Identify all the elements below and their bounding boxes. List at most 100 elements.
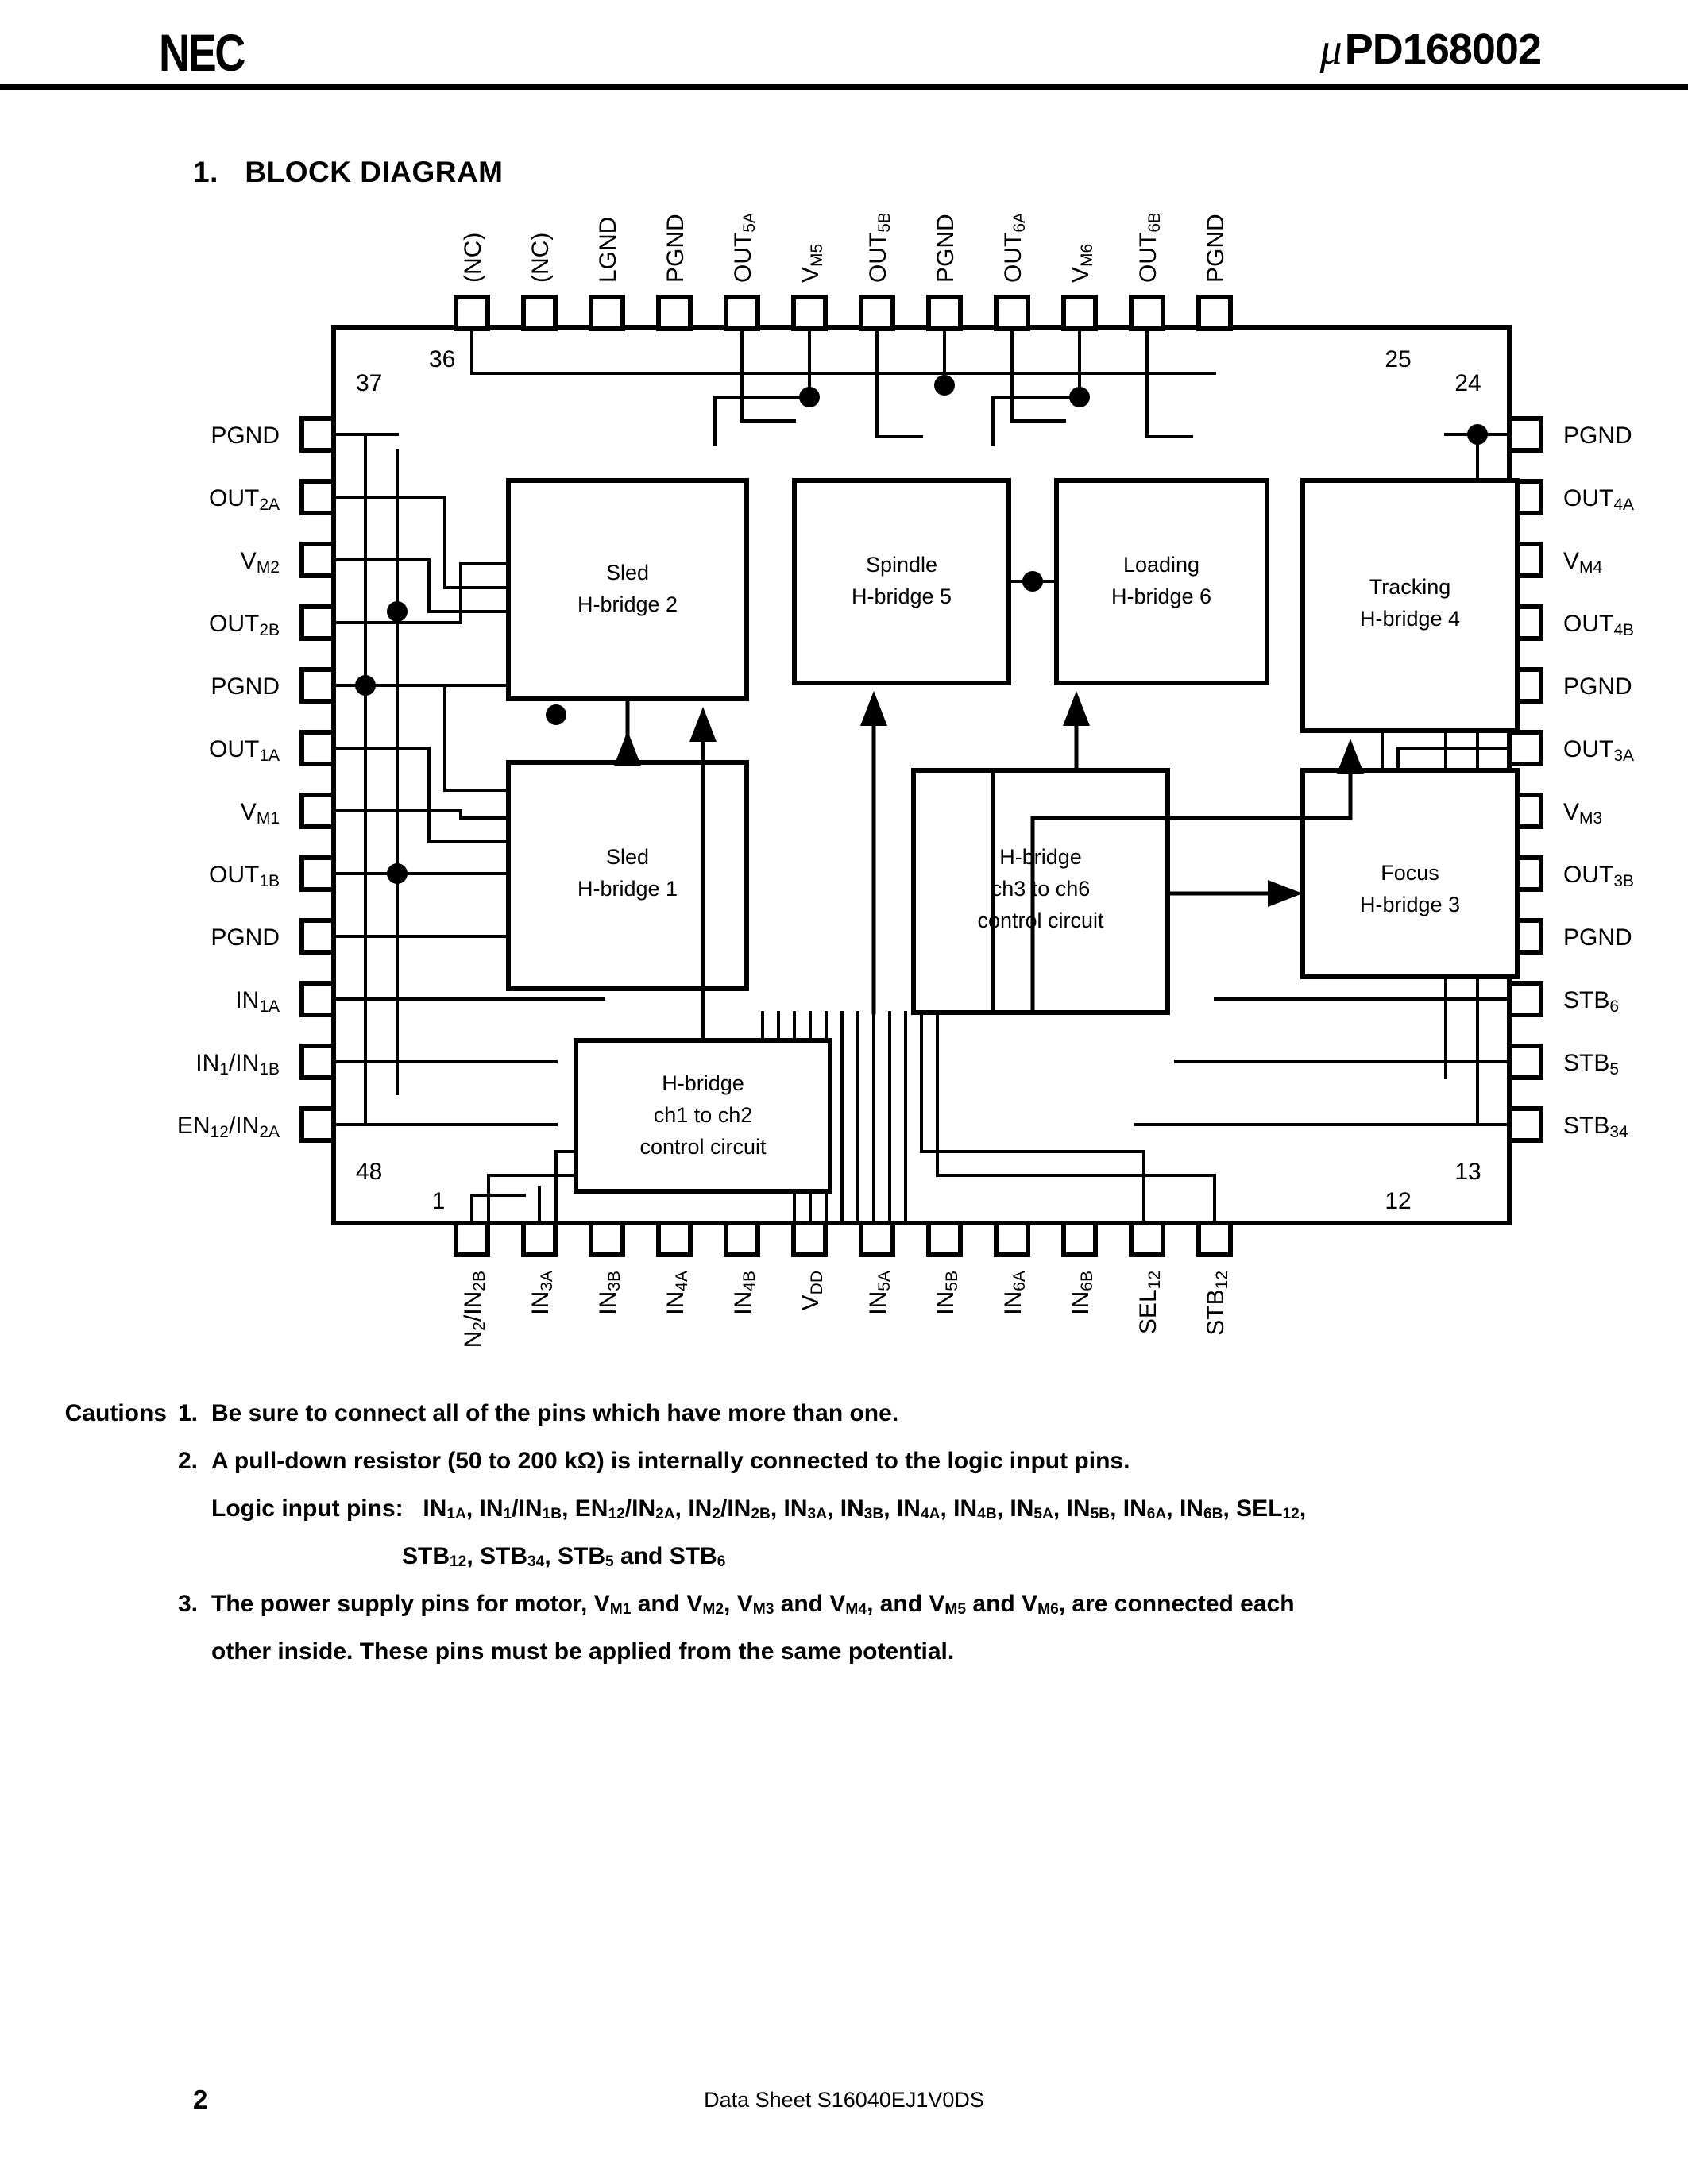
block-ctrl12-line3: control circuit <box>639 1135 767 1159</box>
logic-pins-lead: Logic input pins: <box>211 1495 404 1522</box>
pin-bottom-3: IN4A <box>662 1271 691 1315</box>
pin-top-2: LGND <box>595 217 621 283</box>
pin-top-4: OUT5A <box>730 214 759 283</box>
caution-2-logic-pins-line2: STB12, STB34, STB5 and STB6 <box>402 1543 726 1571</box>
pin-top-5: VM5 <box>798 244 826 283</box>
pin-pads-left <box>299 416 336 1143</box>
block-ctrl36-line2: ch3 to ch6 <box>991 877 1091 901</box>
corner-number-12: 12 <box>1385 1188 1411 1214</box>
pin-top-1: (NC) <box>527 233 554 283</box>
footer-document-id: Data Sheet S16040EJ1V0DS <box>704 2088 984 2112</box>
caution-1-number: 1. <box>178 1400 199 1426</box>
pin-top-0: (NC) <box>460 233 486 283</box>
pin-right-4: PGND <box>1563 673 1632 700</box>
section-title: 1. BLOCK DIAGRAM <box>193 156 504 189</box>
pin-labels-bottom: IN2/IN2B IN3A IN3B IN4A IN4B VDD IN5A IN… <box>460 1271 1231 1350</box>
caution-2-text: A pull-down resistor (50 to 200 kΩ) is i… <box>211 1448 1130 1474</box>
pin-right-11: STB34 <box>1563 1113 1628 1141</box>
caution-1-text: Be sure to connect all of the pins which… <box>211 1400 899 1426</box>
pin-right-9: STB6 <box>1563 987 1619 1016</box>
corner-number-37: 37 <box>356 370 382 396</box>
block-diagram: Sled H-bridge 2 Sled H-bridge 1 Spindle … <box>0 214 1688 1350</box>
pin-labels-top: (NC) (NC) LGND PGND OUT5A VM5 OUT5B PGND… <box>460 214 1229 283</box>
pin-left-5: OUT1A <box>209 736 280 765</box>
block-sled2-line1: Sled <box>606 561 649 585</box>
corner-number-1: 1 <box>432 1188 446 1214</box>
pin-right-0: PGND <box>1563 423 1632 449</box>
block-spindle5-line2: H-bridge 5 <box>852 585 952 608</box>
pin-right-8: PGND <box>1563 924 1632 951</box>
pin-left-9: IN1A <box>235 987 280 1016</box>
page-number: 2 <box>193 2085 208 2114</box>
pin-bottom-7: IN5B <box>933 1271 961 1315</box>
pin-top-10: OUT6B <box>1135 214 1164 283</box>
pin-left-6: VM1 <box>241 799 280 828</box>
block-ctrl12-line1: H-bridge <box>662 1071 744 1095</box>
caution-item-1: Cautions 1. Be sure to connect all of th… <box>0 1402 1688 1426</box>
pin-left-8: PGND <box>211 924 280 951</box>
pin-bottom-5: VDD <box>798 1271 826 1310</box>
pin-right-10: STB5 <box>1563 1050 1619 1078</box>
pin-left-3: OUT2B <box>209 611 280 639</box>
block-sled1-line1: Sled <box>606 845 649 869</box>
pin-right-7: OUT3B <box>1563 862 1634 890</box>
corner-number-24: 24 <box>1454 370 1481 396</box>
cautions-label: Cautions <box>64 1400 167 1426</box>
block-focus3-line1: Focus <box>1381 861 1439 885</box>
pin-right-5: OUT3A <box>1563 736 1634 765</box>
part-number-text: PD168002 <box>1344 25 1542 73</box>
logic-pins-list-1: IN1A, IN1/IN1B, EN12/IN2A, IN2/IN2B, IN3… <box>423 1495 1307 1523</box>
block-tracking4-line2: H-bridge 4 <box>1360 607 1460 631</box>
pin-right-2: VM4 <box>1563 548 1603 577</box>
block-ctrl36-line1: H-bridge <box>999 845 1082 869</box>
pin-top-7: PGND <box>933 214 959 283</box>
caution-2-logic-pins-line1: Logic input pins: IN1A, IN1/IN1B, EN12/I… <box>211 1495 1688 1523</box>
page-footer: 2 Data Sheet S16040EJ1V0DS <box>0 2085 1688 2132</box>
pin-left-4: PGND <box>211 673 280 700</box>
caution-3-text: The power supply pins for motor, VM1 and… <box>211 1591 1295 1619</box>
pin-bottom-8: IN6A <box>1000 1271 1029 1315</box>
corner-number-13: 13 <box>1454 1159 1481 1185</box>
pin-bottom-11: STB12 <box>1203 1271 1231 1336</box>
block-ctrl12-line2: ch1 to ch2 <box>654 1103 753 1127</box>
block-focus3 <box>1300 768 1520 979</box>
pin-top-11: PGND <box>1203 214 1229 283</box>
caution-3-number: 3. <box>178 1591 199 1617</box>
block-sled1-line2: H-bridge 1 <box>577 877 678 901</box>
pin-left-1: OUT2A <box>209 485 280 514</box>
pin-bottom-1: IN3A <box>527 1271 556 1315</box>
corner-number-25: 25 <box>1385 346 1411 372</box>
pin-right-3: OUT4B <box>1563 611 1634 639</box>
pin-top-3: PGND <box>662 214 689 283</box>
block-loading6 <box>1054 478 1269 685</box>
pin-bottom-0: IN2/IN2B <box>460 1271 489 1350</box>
header-divider <box>0 84 1688 90</box>
pin-bottom-4: IN4B <box>730 1271 759 1315</box>
part-number: μPD168002 <box>1319 24 1542 75</box>
pin-labels-right: PGND OUT4A VM4 OUT4B PGND OUT3A VM3 OUT3… <box>1563 423 1634 1141</box>
block-tracking4-line1: Tracking <box>1369 575 1451 599</box>
pin-bottom-6: IN5A <box>865 1271 894 1315</box>
pin-top-9: VM6 <box>1068 244 1096 283</box>
pin-top-6: OUT5B <box>865 214 894 283</box>
pin-left-2: VM2 <box>241 548 280 577</box>
pin-left-7: OUT1B <box>209 862 280 890</box>
block-loading6-line1: Loading <box>1123 553 1199 577</box>
block-sled2 <box>506 478 749 701</box>
pin-right-1: OUT4A <box>1563 485 1634 514</box>
pin-top-8: OUT6A <box>1000 214 1029 283</box>
pin-right-6: VM3 <box>1563 799 1602 828</box>
cautions-block: Cautions 1. Be sure to connect all of th… <box>0 1402 1688 1688</box>
pin-bottom-10: SEL12 <box>1135 1271 1164 1334</box>
block-ctrl12 <box>574 1038 832 1194</box>
caution-item-3: 3. The power supply pins for motor, VM1 … <box>0 1592 1688 1664</box>
block-spindle5-line1: Spindle <box>866 553 937 577</box>
block-ctrl36 <box>911 768 1170 1015</box>
pin-pads-bottom <box>454 1221 1233 1257</box>
pin-labels-left: PGND OUT2A VM2 OUT2B PGND OUT1A VM1 OUT1… <box>177 423 280 1141</box>
corner-number-36: 36 <box>429 346 455 372</box>
page-header: NEC μPD168002 <box>0 0 1688 95</box>
block-ctrl36-line3: control circuit <box>977 909 1104 932</box>
pin-pads-top <box>454 295 1233 331</box>
mu-symbol: μ <box>1319 25 1342 74</box>
